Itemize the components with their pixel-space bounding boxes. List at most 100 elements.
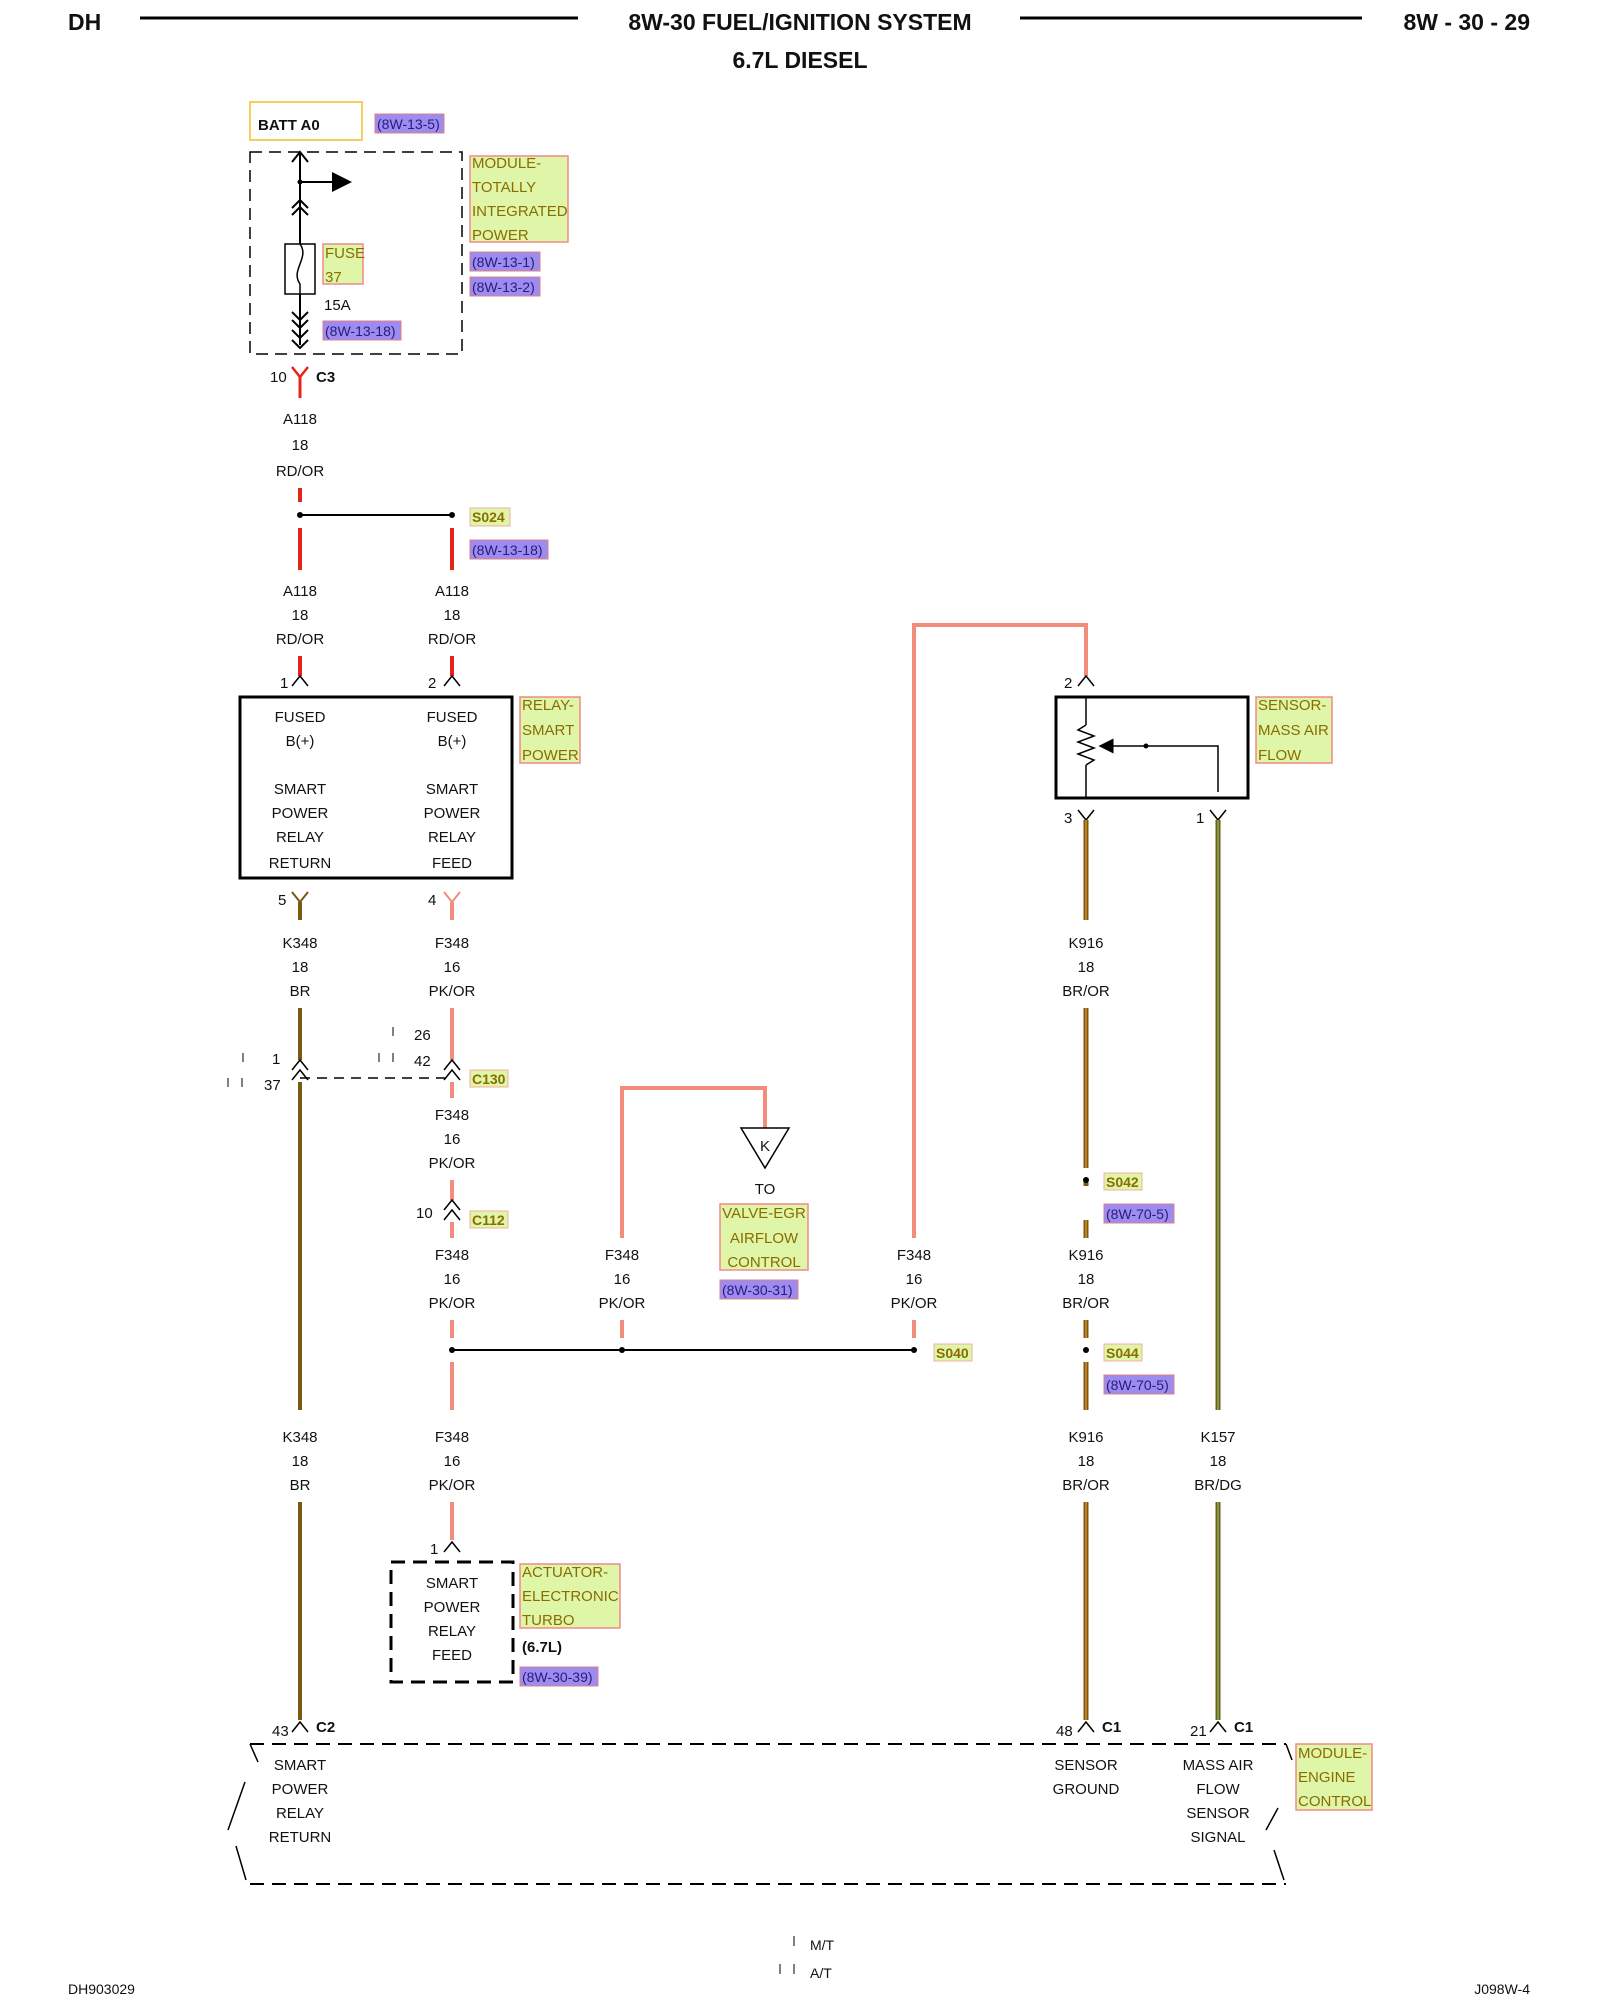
egr-label-line3: CONTROL bbox=[727, 1254, 800, 1271]
turbo-ref-link[interactable]: (8W-30-39) bbox=[522, 1669, 593, 1685]
wire-a118-right-gauge: 18 bbox=[444, 607, 461, 624]
maf-potentiometer bbox=[1075, 724, 1097, 766]
ecm-c1-right: C1 bbox=[1234, 1719, 1253, 1736]
relay-label-line1: RELAY- bbox=[522, 697, 574, 714]
splice-s024-label: S024 bbox=[472, 509, 505, 525]
splice-s044-dot bbox=[1083, 1347, 1089, 1353]
tipm-label-line2: TOTALLY bbox=[472, 179, 536, 196]
splice-s044-label: S044 bbox=[1106, 1345, 1139, 1361]
c130-pin1: 1 bbox=[272, 1051, 280, 1068]
wire-k157-color: BR/DG bbox=[1194, 1477, 1242, 1494]
wire-f348-mid-color: PK/OR bbox=[429, 1155, 476, 1172]
maf-wiper bbox=[1098, 738, 1219, 792]
wire-a118-left-code: A118 bbox=[283, 583, 317, 600]
footer-right: J098W-4 bbox=[1474, 1981, 1530, 1997]
relay-smart-power-box bbox=[238, 695, 514, 880]
splice-s042-label: S042 bbox=[1106, 1174, 1139, 1190]
relay-right-text-4: SMART bbox=[426, 781, 478, 798]
wire-k348-top-gauge: 18 bbox=[292, 959, 309, 976]
splice-s042-ref-link[interactable]: (8W-70-5) bbox=[1106, 1206, 1169, 1222]
relay-left-text-6: RELAY bbox=[276, 829, 324, 846]
wire-f348-egr-loop bbox=[620, 1086, 767, 1238]
wire-f348-bot-code: F348 bbox=[435, 1429, 469, 1446]
wire-f348-maf-gauge: 16 bbox=[906, 1271, 923, 1288]
batt-ref-link[interactable]: (8W-13-5) bbox=[377, 116, 440, 132]
turbo-text-3: RELAY bbox=[428, 1623, 476, 1640]
wire-a118-left-gauge: 18 bbox=[292, 607, 309, 624]
tipm-ref2-link[interactable]: (8W-13-2) bbox=[472, 279, 535, 295]
tipm-label-bg bbox=[469, 155, 569, 243]
relay-right-text-7: FEED bbox=[432, 855, 472, 872]
ecm-mid-text-2: GROUND bbox=[1053, 1781, 1120, 1798]
ecm-c1-left: C1 bbox=[1102, 1719, 1121, 1736]
tipm-label-line1: MODULE- bbox=[472, 155, 541, 172]
relay-label-line2: SMART bbox=[522, 722, 574, 739]
wire-k916-mid-color: BR/OR bbox=[1062, 1295, 1110, 1312]
wire-k348-bot-gauge: 18 bbox=[292, 1453, 309, 1470]
fuse-ref-link[interactable]: (8W-13-18) bbox=[325, 323, 396, 339]
ecm-box bbox=[227, 1743, 1293, 1885]
wire-a118-left-color: RD/OR bbox=[276, 631, 325, 648]
footer-at: A/T bbox=[810, 1965, 832, 1981]
tipm-label-line4: POWER bbox=[472, 227, 529, 244]
wire-f348-bot-color: PK/OR bbox=[429, 1477, 476, 1494]
wire-k916-top-color: BR/OR bbox=[1062, 983, 1110, 1000]
relay-pin2: 2 bbox=[428, 675, 436, 692]
maf-pin1: 1 bbox=[1196, 810, 1204, 827]
egr-ref-link[interactable]: (8W-30-31) bbox=[722, 1282, 793, 1298]
fuse-label-line1: FUSE bbox=[325, 245, 365, 262]
wire-f348-maf-code: F348 bbox=[897, 1247, 931, 1264]
c3-connector-symbol bbox=[291, 366, 309, 380]
wire-k916-top-gauge: 18 bbox=[1078, 959, 1095, 976]
fuse-element bbox=[296, 243, 304, 294]
wire-k157-code: K157 bbox=[1200, 1429, 1235, 1446]
maf-label-line3: FLOW bbox=[1258, 747, 1302, 764]
tipm-ref1-link[interactable]: (8W-13-1) bbox=[472, 254, 535, 270]
wire-f348-bot-gauge: 16 bbox=[444, 1453, 461, 1470]
relay-left-text-1: FUSED bbox=[275, 709, 326, 726]
relay-left-text-5: POWER bbox=[272, 805, 329, 822]
c3-pin: 10 bbox=[270, 369, 287, 386]
page-title: 8W-30 FUEL/IGNITION SYSTEM bbox=[628, 9, 971, 35]
page-number: 8W - 30 - 29 bbox=[1403, 9, 1530, 35]
turbo-actuator-box bbox=[389, 1560, 515, 1684]
c130-pin42: 42 bbox=[414, 1053, 431, 1070]
relay-pin5: 5 bbox=[278, 892, 286, 909]
fuse-label-bg bbox=[322, 243, 364, 285]
splice-s044-ref-link[interactable]: (8W-70-5) bbox=[1106, 1377, 1169, 1393]
c130-pin37: 37 bbox=[264, 1077, 281, 1094]
relay-left-text-4: SMART bbox=[274, 781, 326, 798]
wire-f348-egr-gauge: 16 bbox=[614, 1271, 631, 1288]
c112-pin: 10 bbox=[416, 1205, 433, 1222]
relay-right-text-6: RELAY bbox=[428, 829, 476, 846]
ecm-label-line3: CONTROL bbox=[1298, 1793, 1371, 1810]
turbo-text-4: FEED bbox=[432, 1647, 472, 1664]
c130-label: C130 bbox=[472, 1071, 506, 1087]
relay-label-line3: POWER bbox=[522, 747, 579, 764]
egr-to: TO bbox=[755, 1181, 776, 1198]
wire-k916-bot-gauge: 18 bbox=[1078, 1453, 1095, 1470]
ecm-left-text-2: POWER bbox=[272, 1781, 329, 1798]
ecm-right-text-1: MASS AIR bbox=[1183, 1757, 1254, 1774]
wire-f348-egr-code: F348 bbox=[605, 1247, 639, 1264]
ecm-left-text-3: RELAY bbox=[276, 1805, 324, 1822]
relay-right-text-1: FUSED bbox=[427, 709, 478, 726]
ecm-right-text-3: SENSOR bbox=[1186, 1805, 1250, 1822]
wire-a118-right-color: RD/OR bbox=[428, 631, 477, 648]
relay-left-text-2: B(+) bbox=[286, 733, 315, 750]
turbo-label-line1: ACTUATOR- bbox=[522, 1564, 608, 1581]
wire-a118-top-code: A118 bbox=[283, 411, 317, 428]
wire-k916-bot-color: BR/OR bbox=[1062, 1477, 1110, 1494]
header-left: DH bbox=[68, 9, 101, 35]
footer-left: DH903029 bbox=[68, 1981, 135, 1997]
splice-s024-ref-link[interactable]: (8W-13-18) bbox=[472, 542, 543, 558]
page-subtitle: 6.7L DIESEL bbox=[732, 47, 867, 73]
egr-label-line2: AIRFLOW bbox=[730, 1230, 799, 1247]
c130-pin26: 26 bbox=[414, 1027, 431, 1044]
maf-label-line1: SENSOR- bbox=[1258, 697, 1326, 714]
turbo-note: (6.7L) bbox=[522, 1639, 562, 1656]
relay-right-text-5: POWER bbox=[424, 805, 481, 822]
relay-label-bg bbox=[519, 696, 581, 764]
wire-f348-top-code: F348 bbox=[435, 935, 469, 952]
